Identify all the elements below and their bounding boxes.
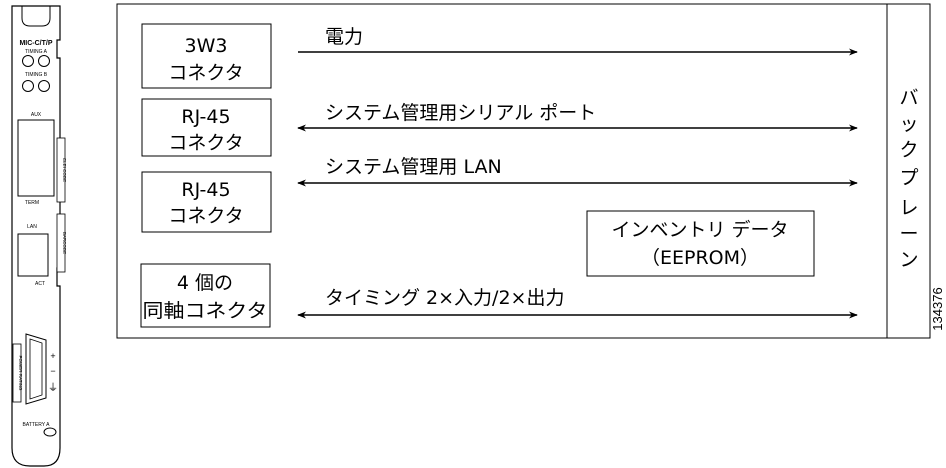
coax-rect [140, 263, 271, 328]
backplane-char: ク [899, 139, 918, 161]
coax-connector-box: 4 個の 同軸コネクタ [140, 263, 271, 328]
backplane-char: ッ [899, 113, 918, 135]
backplane-char: ン [899, 249, 918, 271]
rj45-serial-connector-box: RJ-45 コネクタ [141, 98, 272, 157]
term-label: TERM [25, 200, 39, 206]
serial-arrow-label: システム管理用シリアル ポート [325, 102, 596, 124]
minus-symbol: − [50, 366, 55, 376]
power-rating-label: POWER RATING [18, 356, 23, 391]
rj45-lan-line1: RJ-45 [181, 179, 230, 201]
rj45-lan-rect [141, 171, 272, 233]
ejector-latch [43, 427, 57, 437]
aux-label: AUX [31, 112, 42, 118]
act-label: ACT [35, 281, 45, 287]
backplane-char: プ [899, 167, 918, 189]
barcode-label-area [56, 213, 66, 273]
timing-a-port-right [38, 55, 50, 67]
mic-card-faceplate: MIC-C/T/P TIMING A TIMING B AUX TERM CLE… [11, 5, 67, 467]
faceplate-top-notch [21, 6, 51, 27]
plus-symbol: + [50, 351, 55, 361]
serial-port-arrow: システム管理用シリアル ポート [297, 102, 858, 132]
power-connector-inner [29, 338, 43, 400]
coax-line1: 4 個の [177, 272, 233, 294]
aux-term-port [17, 119, 55, 197]
barcode-label: BARCODE [62, 232, 67, 254]
lan-arrow-label: システム管理用 LAN [325, 156, 502, 178]
timing-a-label: TIMING A [25, 49, 48, 55]
connector-3w3-rect [141, 23, 272, 89]
connector-3w3-line1: 3W3 [185, 35, 228, 57]
backplane-char: レ [899, 197, 918, 219]
inventory-line2: （EEPROM） [641, 247, 759, 269]
timing-a-port-left [22, 55, 34, 67]
rj45-serial-line2: コネクタ [168, 132, 243, 154]
lan-port [17, 233, 49, 277]
rj45-serial-rect [141, 98, 272, 157]
backplane-label: バ ッ ク プ レ ー ン [899, 87, 918, 271]
battery-a-label: BATTERY A [23, 422, 51, 428]
figure-number: 134376 [930, 287, 945, 330]
lan-arrow: システム管理用 LAN [297, 156, 858, 187]
clei-code-label-area [56, 137, 66, 203]
rj45-lan-connector-box: RJ-45 コネクタ [141, 171, 272, 233]
inventory-eeprom-box: インベントリ データ （EEPROM） [586, 210, 815, 277]
backplane-char: ー [899, 223, 918, 245]
power-rating-label-area [12, 343, 22, 403]
timing-arrow-label: タイミング 2×入力/2×出力 [325, 287, 564, 309]
faceplate-model-label: MIC-C/T/P [19, 40, 52, 47]
timing-b-port-left [22, 80, 34, 92]
timing-arrow: タイミング 2×入力/2×出力 [297, 287, 858, 319]
inventory-line1: インベントリ データ [611, 219, 788, 241]
timing-b-label: TIMING B [25, 72, 48, 78]
rj45-serial-line1: RJ-45 [181, 106, 230, 128]
inventory-rect [586, 210, 815, 277]
connector-3w3-line2: コネクタ [168, 62, 243, 84]
lan-label: LAN [27, 224, 37, 230]
clei-code-label: CLEI CODE [62, 158, 67, 182]
connector-3w3-box: 3W3 コネクタ [141, 23, 272, 89]
timing-b-port-right [38, 80, 50, 92]
power-arrow-label: 電力 [325, 26, 363, 48]
power-connector [25, 333, 47, 405]
coax-line2: 同軸コネクタ [143, 300, 268, 322]
power-arrow: 電力 [298, 26, 858, 56]
ground-symbol: ⏚ [48, 382, 58, 394]
backplane-char: バ [899, 87, 918, 109]
rj45-lan-line2: コネクタ [168, 205, 243, 227]
